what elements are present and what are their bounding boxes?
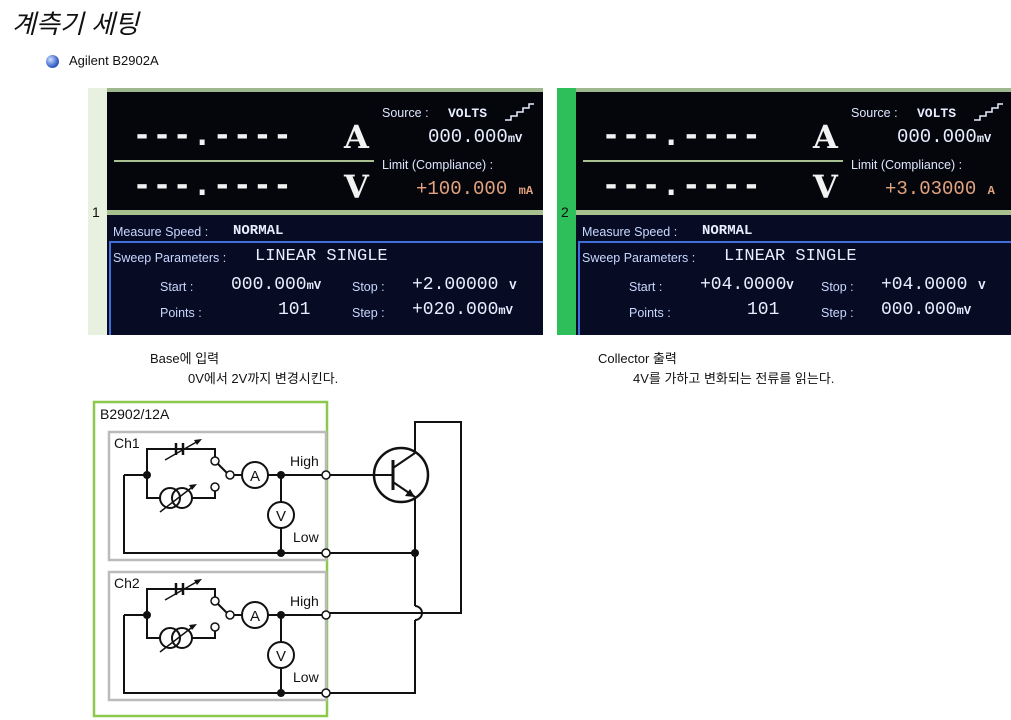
ammeter-label: A [250, 608, 260, 625]
divider [114, 160, 374, 162]
source-mode: VOLTS [917, 106, 957, 121]
voltage-unit: V [813, 168, 838, 206]
stop-value: +04.0000 [881, 275, 968, 295]
circuit-diagram: B2902/12A Ch1 A V High Low [92, 400, 462, 718]
screen-number: 2 [561, 204, 569, 220]
photo-border [557, 88, 576, 335]
start-unit: mV [306, 279, 322, 293]
limit-label: Limit (Compliance) : [382, 158, 494, 172]
limit-value: +100.000 [416, 178, 508, 200]
transistor-icon [372, 446, 430, 504]
points-label: Points : [629, 306, 671, 320]
stop-label: Stop : [821, 280, 854, 294]
step-value: +020.000 [412, 300, 499, 320]
channel-1: Ch1 A V High Low [107, 430, 331, 562]
low-label: Low [293, 529, 320, 545]
divider [583, 160, 843, 162]
sweep-box [578, 241, 1011, 335]
model-label: B2902/12A [100, 406, 170, 422]
current-reading: ---.---- [602, 118, 763, 153]
screen-number: 1 [92, 204, 100, 220]
ammeter-label: A [250, 468, 260, 485]
limit-unit: A [987, 184, 995, 198]
start-unit: V [786, 279, 794, 293]
stop-label: Stop : [352, 280, 385, 294]
source-label: Source : [382, 106, 429, 120]
bullet-icon [46, 55, 59, 68]
current-unit: A [344, 118, 369, 156]
device-name: Agilent B2902A [69, 53, 159, 68]
low-terminal [321, 548, 331, 558]
start-label: Start : [160, 280, 194, 294]
limit-value: +3.03000 [885, 178, 977, 200]
sweep-value: LINEAR SINGLE [255, 247, 388, 266]
low-label: Low [293, 669, 320, 685]
channel-2: Ch2 A V High Low [107, 570, 331, 702]
page-title: 계측기 세팅 [12, 9, 139, 39]
photo-border [88, 88, 107, 335]
instrument-screen-2: 2 ---.---- A ---.---- V Source : VOLTS 0… [557, 88, 1011, 335]
voltage-reading: ---.---- [133, 168, 294, 203]
high-terminal [321, 470, 331, 480]
voltage-reading: ---.---- [602, 168, 763, 203]
collector-caption-desc: 4V를 가하고 변화되는 전류를 읽는다. [633, 371, 835, 386]
step-label: Step : [352, 306, 385, 320]
voltmeter-label: V [276, 508, 286, 525]
measure-speed-label: Measure Speed : [582, 225, 678, 239]
channel-label: Ch2 [114, 575, 140, 591]
sweep-label: Sweep Parameters : [113, 251, 227, 265]
high-terminal [321, 610, 331, 620]
base-caption-title: Base에 입력 [150, 351, 220, 366]
limit-label: Limit (Compliance) : [851, 158, 963, 172]
measure-speed-value: NORMAL [702, 223, 753, 239]
staircase-sweep-icon [505, 103, 534, 121]
voltmeter-label: V [276, 648, 286, 665]
source-mode: VOLTS [448, 106, 488, 121]
step-unit: mV [498, 304, 513, 318]
source-label: Source : [851, 106, 898, 120]
voltage-unit: V [344, 168, 369, 206]
stop-value: +2.00000 [412, 275, 499, 295]
collector-caption-title: Collector 출력 [598, 351, 677, 366]
points-value: 101 [747, 300, 780, 320]
instrument-screen-1: 1 ---.---- A ---.---- V Source : VOLTS 0… [88, 88, 543, 335]
separator-band [107, 210, 543, 215]
measure-speed-label: Measure Speed : [113, 225, 209, 239]
start-label: Start : [629, 280, 663, 294]
sweep-box [109, 241, 543, 335]
step-label: Step : [821, 306, 854, 320]
source-unit: mV [976, 132, 992, 146]
source-value: 000.000 [897, 126, 977, 148]
base-caption-desc: 0V에서 2V까지 변경시킨다. [188, 371, 339, 386]
points-value: 101 [278, 300, 311, 320]
settings-area [107, 215, 543, 335]
separator-band [576, 210, 1011, 215]
settings-area [576, 215, 1011, 335]
source-value: 000.000 [428, 126, 508, 148]
low-terminal [321, 688, 331, 698]
measurement-area [576, 88, 1011, 211]
channel-label: Ch1 [114, 435, 140, 451]
stop-unit: V [978, 279, 986, 293]
start-value: +04.0000 [700, 275, 787, 295]
current-unit: A [813, 118, 838, 156]
measure-speed-value: NORMAL [233, 223, 284, 239]
high-label: High [290, 453, 319, 469]
points-label: Points : [160, 306, 202, 320]
step-unit: mV [956, 304, 972, 318]
sweep-value: LINEAR SINGLE [724, 247, 857, 266]
step-value: 000.000 [881, 300, 957, 320]
staircase-sweep-icon [974, 103, 1003, 121]
stop-unit: V [509, 279, 517, 293]
source-unit: mV [507, 132, 523, 146]
sweep-label: Sweep Parameters : [582, 251, 696, 265]
measurement-area [107, 88, 543, 211]
high-label: High [290, 593, 319, 609]
start-value: 000.000 [231, 275, 307, 295]
limit-unit: mA [518, 184, 534, 198]
current-reading: ---.---- [133, 118, 294, 153]
